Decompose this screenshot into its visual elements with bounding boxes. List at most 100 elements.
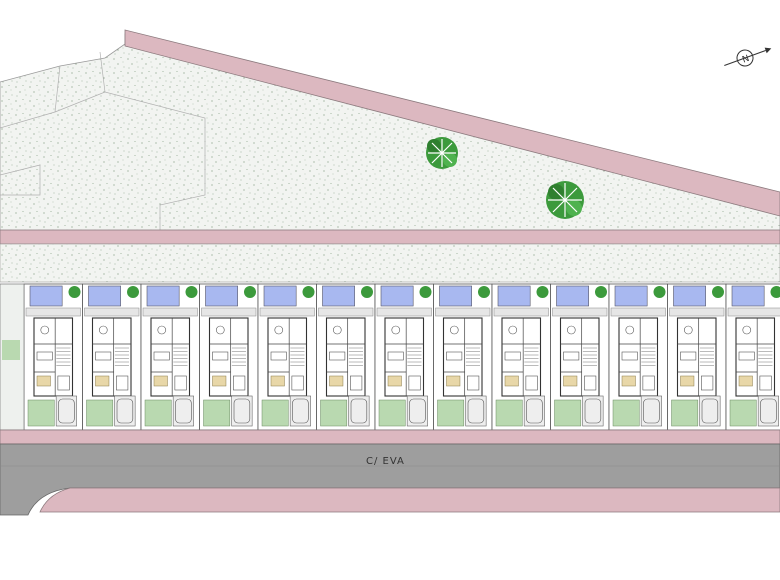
bed — [738, 375, 753, 387]
dining-table — [391, 325, 401, 335]
sofa — [212, 351, 229, 361]
pool — [322, 285, 355, 307]
driveway — [231, 395, 253, 427]
house-unit — [82, 283, 142, 431]
pool — [29, 285, 63, 307]
front-garden — [378, 399, 406, 427]
driveway — [640, 395, 662, 427]
house-unit — [433, 283, 493, 431]
dining-table — [742, 325, 752, 335]
house-unit — [140, 283, 200, 431]
car-icon — [175, 398, 192, 424]
bathroom — [174, 375, 187, 391]
front-garden — [86, 399, 114, 427]
driveway — [55, 395, 77, 427]
pool — [88, 285, 121, 307]
dining-table — [157, 325, 167, 335]
sofa — [36, 351, 53, 361]
front-garden — [320, 399, 348, 427]
terrace — [493, 307, 549, 317]
pool — [205, 285, 238, 307]
bathroom — [759, 375, 772, 391]
car-icon — [526, 398, 543, 424]
shrub-icon — [653, 286, 666, 298]
bed — [680, 375, 695, 387]
dining-table — [508, 325, 518, 335]
front-garden — [144, 399, 172, 427]
sofa — [738, 351, 755, 361]
bed — [387, 375, 402, 387]
street-name-label: C/ EVA — [366, 456, 405, 467]
bathroom — [233, 375, 246, 391]
sofa — [387, 351, 404, 361]
bathroom — [467, 375, 480, 391]
sofa — [621, 351, 638, 361]
terrace — [84, 307, 140, 317]
dining-table — [215, 325, 225, 335]
shrub-icon — [68, 286, 81, 298]
shrub-icon — [244, 286, 256, 298]
bed — [329, 375, 344, 387]
car-icon — [350, 398, 368, 424]
car-icon — [233, 398, 251, 424]
car-icon — [409, 398, 426, 424]
bed — [153, 375, 168, 387]
house-body — [384, 317, 425, 397]
shrub-icon — [361, 286, 373, 298]
dining-table — [566, 325, 576, 335]
sofa — [95, 351, 112, 361]
north-label: N — [741, 54, 751, 66]
driveway — [757, 395, 779, 427]
front-garden — [729, 399, 757, 427]
boundary-strip — [124, 29, 780, 217]
front-garden — [495, 399, 523, 427]
driveway — [582, 395, 604, 427]
driveway — [523, 395, 545, 427]
sofa — [329, 351, 346, 361]
terrace — [435, 307, 491, 317]
driveway — [699, 395, 721, 427]
bathroom — [291, 375, 304, 391]
housing-row — [23, 283, 780, 431]
north-arrow-icon: N — [724, 47, 772, 67]
house-unit — [199, 283, 259, 431]
landscape-upper — [0, 33, 780, 233]
dining-table — [625, 325, 635, 335]
shrub-icon — [770, 286, 780, 298]
terrace — [201, 307, 257, 317]
upper-walkway — [0, 229, 780, 245]
front-garden — [203, 399, 231, 427]
pool — [556, 285, 589, 307]
front-garden — [27, 399, 55, 427]
dining-table — [274, 325, 284, 335]
shrub-icon — [185, 286, 198, 298]
shrub-icon — [419, 286, 432, 298]
pool — [497, 285, 531, 307]
sofa — [270, 351, 287, 361]
terrace — [376, 307, 432, 317]
house-unit — [23, 283, 83, 431]
bed — [504, 375, 519, 387]
car-icon — [584, 398, 602, 424]
car-icon — [760, 398, 777, 424]
terrace — [318, 307, 374, 317]
terrace — [610, 307, 666, 317]
pool — [614, 285, 648, 307]
bathroom — [408, 375, 421, 391]
bathroom — [350, 375, 363, 391]
pool — [673, 285, 706, 307]
dining-table — [332, 325, 342, 335]
house-unit — [667, 283, 727, 431]
bathroom — [584, 375, 597, 391]
bathroom — [116, 375, 129, 391]
sofa — [680, 351, 697, 361]
driveway — [172, 395, 194, 427]
terrace — [259, 307, 315, 317]
car-icon — [701, 398, 719, 424]
sofa — [153, 351, 170, 361]
car-icon — [643, 398, 660, 424]
front-garden — [612, 399, 640, 427]
pool — [263, 285, 297, 307]
pool — [439, 285, 472, 307]
